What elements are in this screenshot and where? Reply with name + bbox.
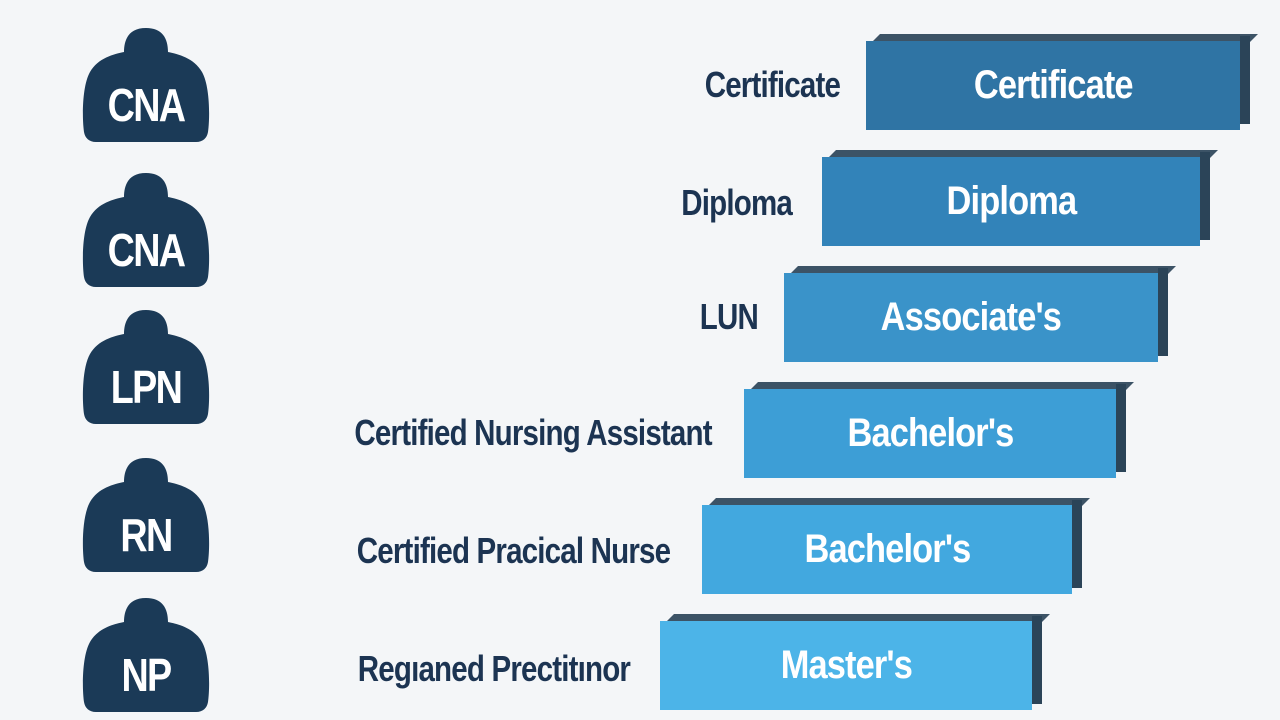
person-icon-np: NP	[76, 598, 216, 718]
step-side-face	[1158, 268, 1168, 356]
person-silhouette-icon	[82, 310, 210, 424]
person-badge-label: NP	[121, 649, 172, 701]
person-badge-label: RN	[120, 509, 173, 561]
person-badge-label: CNA	[107, 224, 186, 276]
step-degree-label: Associate's	[880, 295, 1062, 339]
role-title-cna: Certified Nursing Assistant	[354, 412, 713, 453]
step-diploma: Diploma	[822, 150, 1218, 246]
step-side-face	[1116, 384, 1126, 472]
step-front-face: Bachelor's	[702, 505, 1072, 594]
step-bachelors-1: Bachelor's	[744, 382, 1134, 478]
step-masters: Master's	[660, 614, 1050, 710]
role-title-certificate: Certificate	[704, 64, 841, 105]
step-side-face	[1032, 616, 1042, 704]
person-icon-rn: RN	[76, 458, 216, 578]
person-silhouette-icon	[82, 28, 210, 142]
step-side-face	[1240, 36, 1250, 124]
role-title-rp: Regıaned Prectitınor	[357, 648, 631, 689]
person-badge-label: LPN	[110, 361, 183, 413]
step-front-face: Bachelor's	[744, 389, 1116, 478]
person-icon-lpn: LPN	[76, 310, 216, 430]
step-degree-label: Master's	[780, 643, 912, 687]
role-title-cpn: Certified Pracical Nurse	[356, 530, 671, 571]
step-front-face: Certificate	[866, 41, 1240, 130]
step-bachelors-2: Bachelor's	[702, 498, 1090, 594]
step-degree-label: Certificate	[973, 63, 1134, 107]
person-badge-label: CNA	[107, 79, 186, 131]
person-silhouette-icon	[82, 458, 210, 572]
step-certificate: Certificate	[866, 34, 1258, 130]
person-silhouette-icon	[82, 598, 210, 712]
person-icon-cna-2: CNA	[76, 173, 216, 293]
person-icon-cna-1: CNA	[76, 28, 216, 148]
step-degree-label: Bachelor's	[804, 527, 971, 571]
role-title-lun: LUN	[699, 296, 759, 337]
step-associates: Associate's	[784, 266, 1176, 362]
step-front-face: Master's	[660, 621, 1032, 710]
step-front-face: Associate's	[784, 273, 1158, 362]
step-side-face	[1072, 500, 1082, 588]
step-degree-label: Diploma	[946, 179, 1077, 223]
step-front-face: Diploma	[822, 157, 1200, 246]
role-title-diploma: Diploma	[681, 182, 793, 223]
step-side-face	[1200, 152, 1210, 240]
person-silhouette-icon	[82, 173, 210, 287]
step-degree-label: Bachelor's	[847, 411, 1014, 455]
